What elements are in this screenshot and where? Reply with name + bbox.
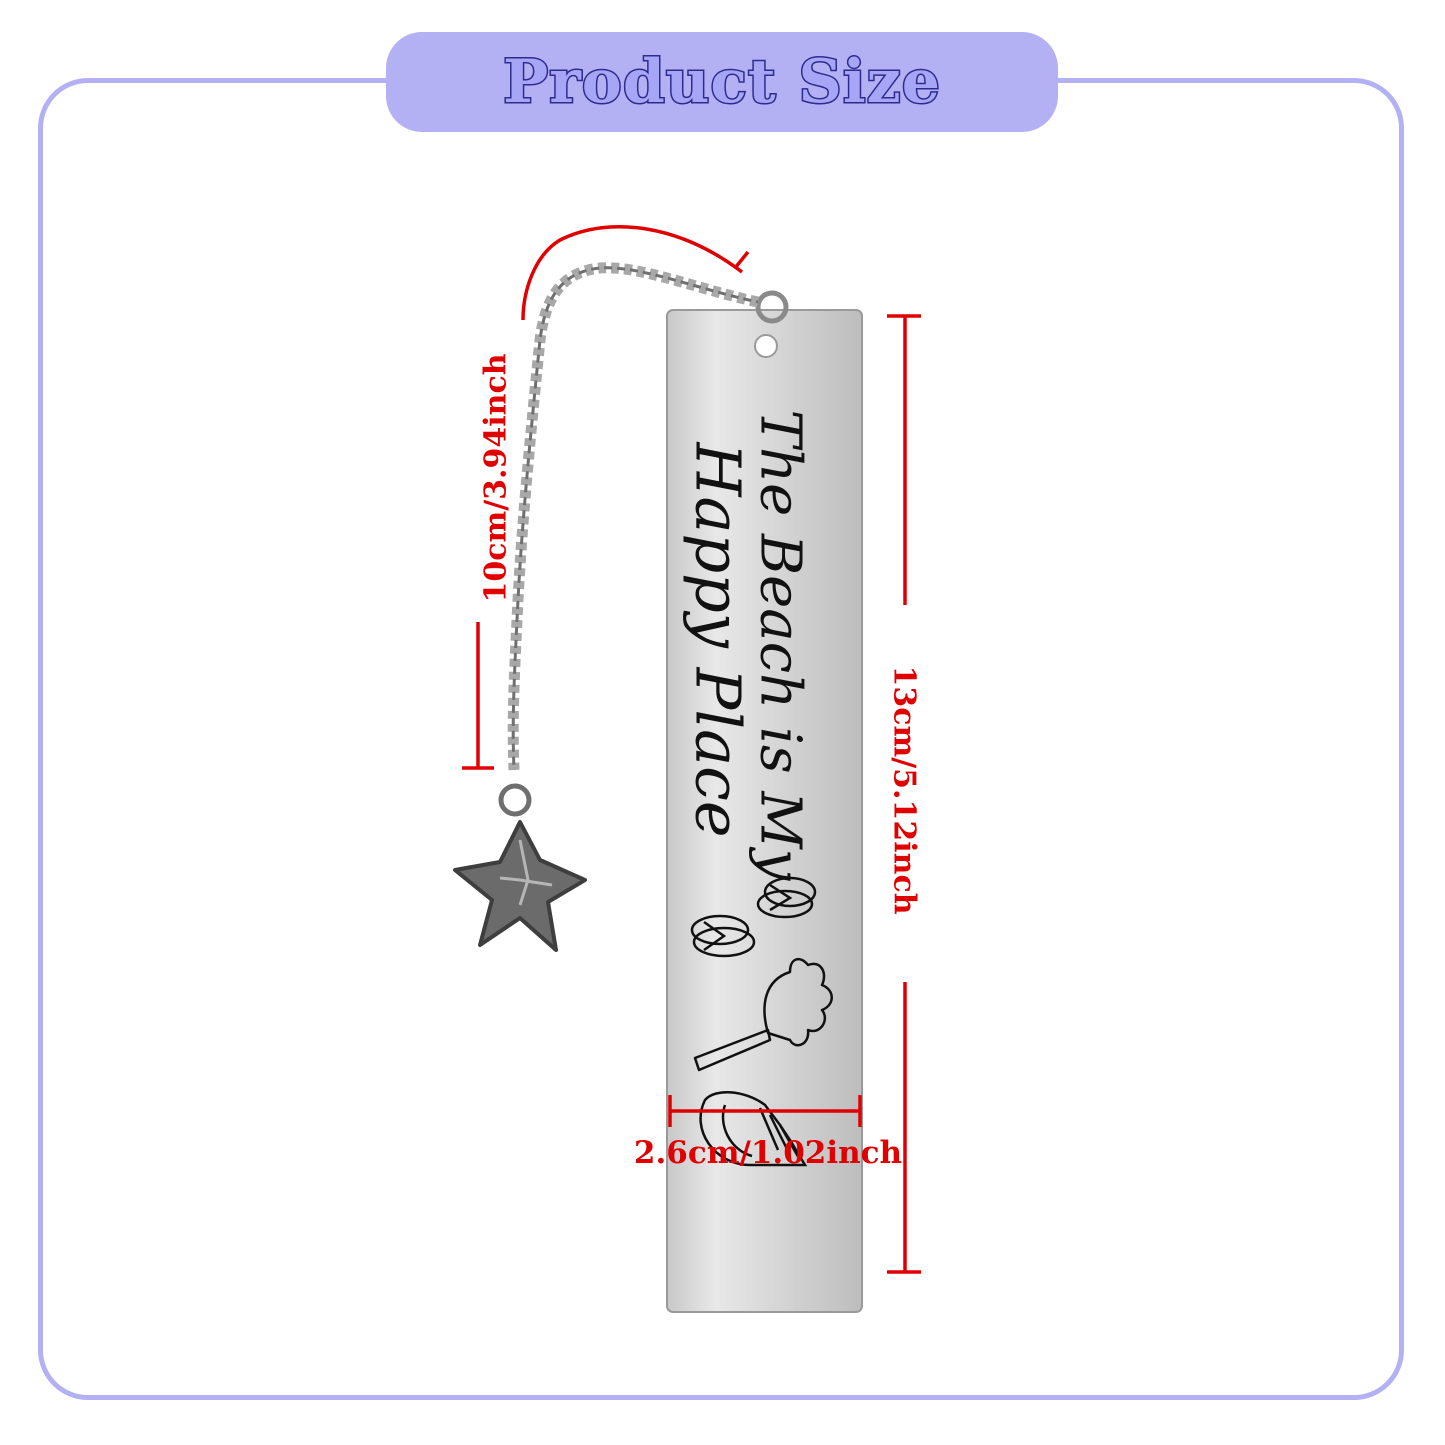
bookmark-hole <box>754 334 778 358</box>
jump-ring <box>755 290 789 324</box>
chain-length-label: 10cm/3.94inch <box>478 353 514 603</box>
flip-flops-icon <box>690 914 756 958</box>
chain <box>507 262 760 771</box>
bookmark <box>666 309 863 1313</box>
flip-flops-icon <box>756 876 817 919</box>
palm-tree-icon <box>693 957 833 1072</box>
height-dimension-line <box>887 314 921 1274</box>
starfish-charm <box>453 783 587 952</box>
bookmark-width-label: 2.6cm/1.02inch <box>633 1135 903 1171</box>
width-dimension-line <box>668 1095 862 1127</box>
engraving-line-2: Happy Place <box>681 442 755 838</box>
chain-dimension-line <box>462 224 750 770</box>
title-banner: Product Size <box>386 32 1058 132</box>
page-title: Product Size <box>502 46 942 119</box>
bookmark-height-label: 13cm/5.12inch <box>886 665 922 915</box>
engraving-line-1: The Beach is My <box>747 409 813 881</box>
